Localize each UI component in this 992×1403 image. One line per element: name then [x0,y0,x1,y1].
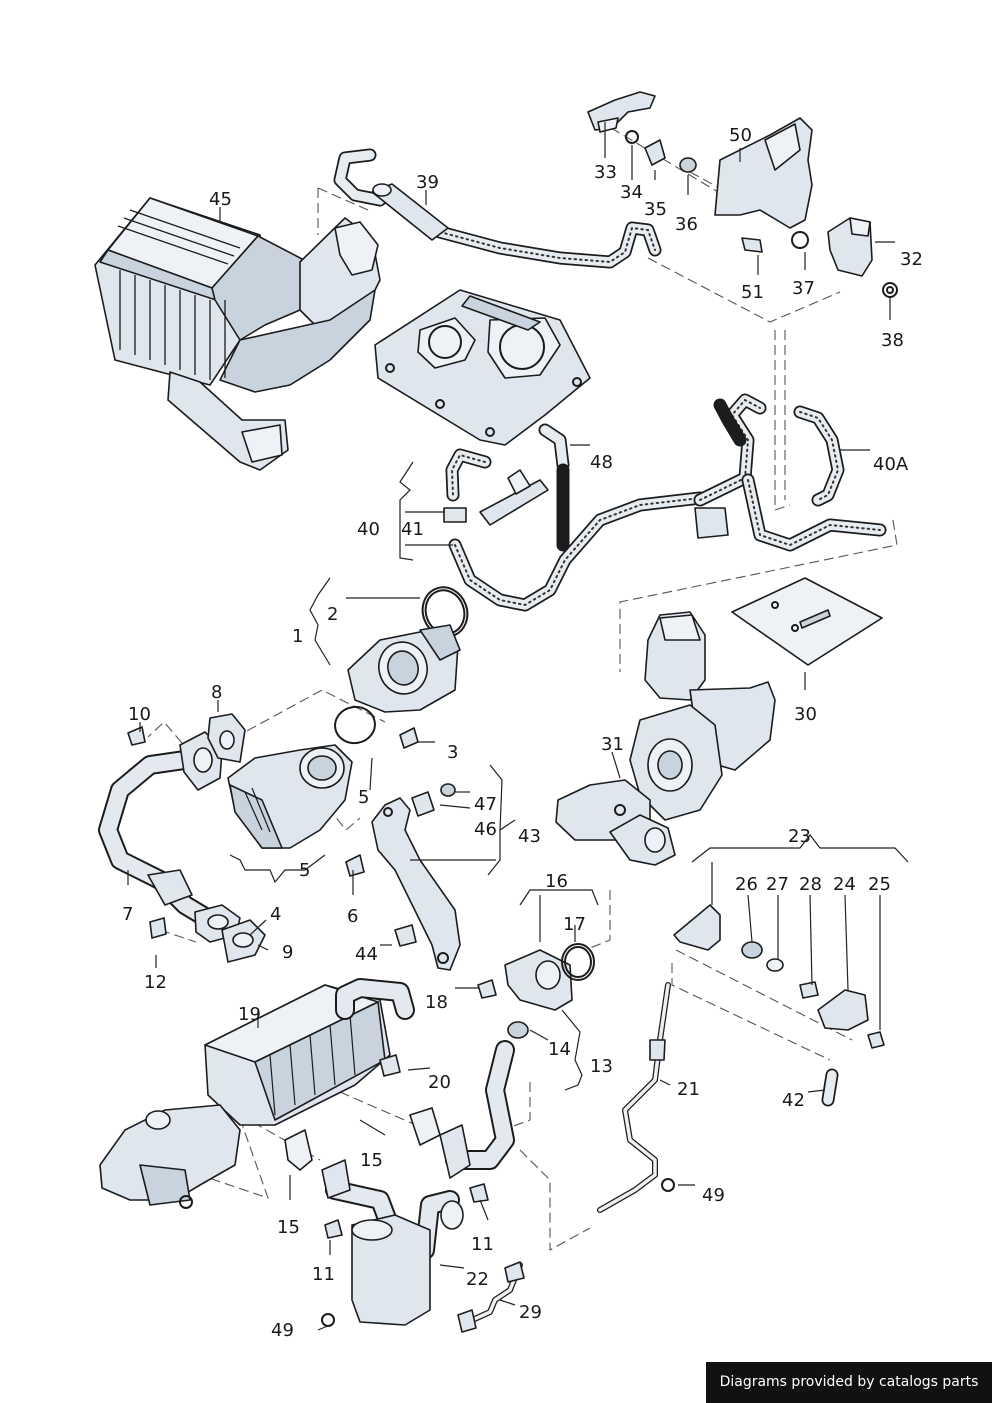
label-45: 45 [209,189,232,210]
label-16: 16 [545,871,568,892]
label-43: 43 [518,826,541,847]
vacuum-bracket-group [587,91,898,298]
leader-lines [127,122,909,1331]
egr-valve [347,586,469,749]
label-24: 24 [833,874,856,895]
cylinder-head-cover [374,289,591,446]
temperature-sensors [457,904,885,1333]
label-31: 31 [601,734,624,755]
turbocharger [555,577,883,866]
label-26: 26 [735,874,758,895]
label-49-left: 49 [271,1320,294,1341]
label-15-right: 15 [360,1150,383,1171]
label-38: 38 [881,330,904,351]
air-filter-housing [94,197,381,471]
label-41: 41 [401,519,424,540]
assembly-dashed-lines [147,119,898,1251]
label-10: 10 [128,704,151,725]
coolant-connector-16 [477,943,595,1039]
label-7: 7 [122,904,133,925]
label-5-bottom: 5 [299,860,310,881]
vacuum-hose-40 [443,423,707,612]
label-27: 27 [766,874,789,895]
label-36: 36 [675,214,698,235]
support-bracket-43 [345,783,461,971]
label-14: 14 [548,1039,571,1060]
label-2: 2 [327,604,338,625]
vacuum-hose-39 [333,148,662,269]
label-19: 19 [238,1004,261,1025]
label-15-left: 15 [277,1217,300,1238]
egr-cooler [99,978,415,1209]
label-30: 30 [794,704,817,725]
label-20: 20 [428,1072,451,1093]
label-12: 12 [144,972,167,993]
label-8: 8 [211,682,222,703]
intake-connecting-piece [227,705,376,849]
label-23: 23 [788,826,811,847]
label-29: 29 [519,1302,542,1323]
label-25: 25 [868,874,891,895]
gaskets-and-pipes [284,1040,515,1327]
label-50: 50 [729,125,752,146]
label-46: 46 [474,819,497,840]
label-47: 47 [474,794,497,815]
label-22: 22 [466,1269,489,1290]
label-33: 33 [594,162,617,183]
label-6: 6 [347,906,358,927]
label-9: 9 [282,942,293,963]
label-42: 42 [782,1090,805,1111]
label-3: 3 [447,742,458,763]
label-11-left: 11 [312,1264,335,1285]
label-51: 51 [741,282,764,303]
label-32: 32 [900,249,923,270]
label-1: 1 [292,626,303,647]
label-13: 13 [590,1056,613,1077]
label-17: 17 [563,914,586,935]
label-35: 35 [644,199,667,220]
callout-labels: 45 39 50 33 34 35 36 32 51 37 38 48 40A … [122,125,923,1341]
label-49-right: 49 [702,1185,725,1206]
label-5-top: 5 [358,787,369,808]
label-37: 37 [792,278,815,299]
label-48: 48 [590,452,613,473]
label-18: 18 [425,992,448,1013]
label-40A: 40A [873,454,909,475]
egr-pipe [98,713,266,963]
vacuum-hose-40A [693,393,887,552]
label-11-right: 11 [471,1234,494,1255]
label-21: 21 [677,1079,700,1100]
attribution-footer: Diagrams provided by catalogs parts [706,1362,992,1403]
label-4: 4 [270,904,281,925]
label-40: 40 [357,519,380,540]
label-28: 28 [799,874,822,895]
label-34: 34 [620,182,643,203]
label-44: 44 [355,944,378,965]
label-39: 39 [416,172,439,193]
